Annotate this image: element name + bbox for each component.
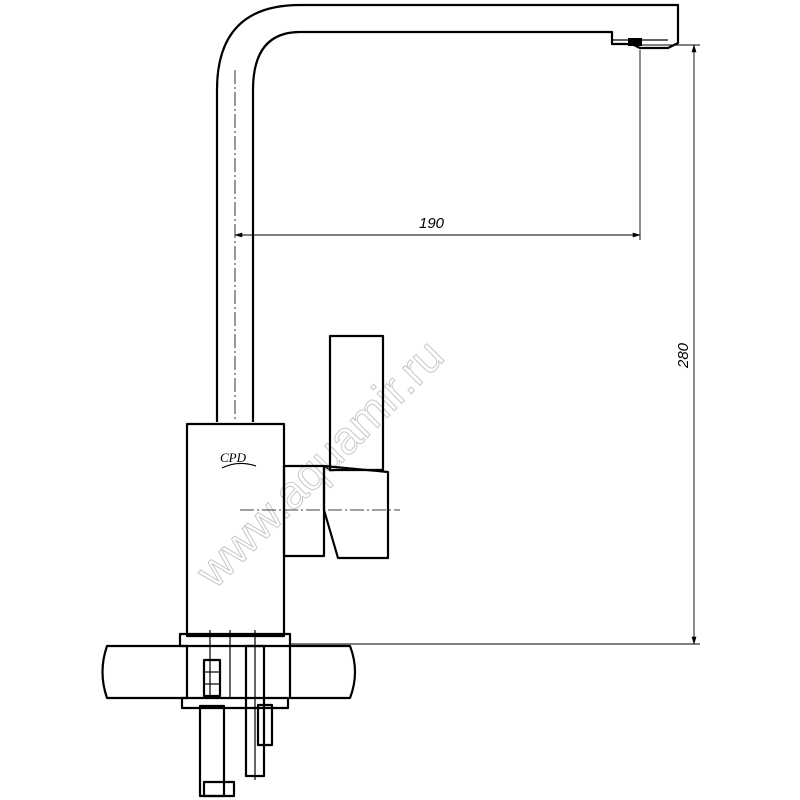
lever-handle [240,334,400,560]
brand-logo: CPD [220,450,247,465]
dimension-spout-reach: 190 [234,50,641,240]
countertop [101,644,357,700]
dimension-overall-height: 280 [290,44,700,645]
spout [215,3,680,422]
dimension-label-height: 280 [675,342,692,369]
mounting-hardware [180,630,290,798]
dimension-label-reach: 190 [419,215,445,232]
aerator [628,38,642,46]
